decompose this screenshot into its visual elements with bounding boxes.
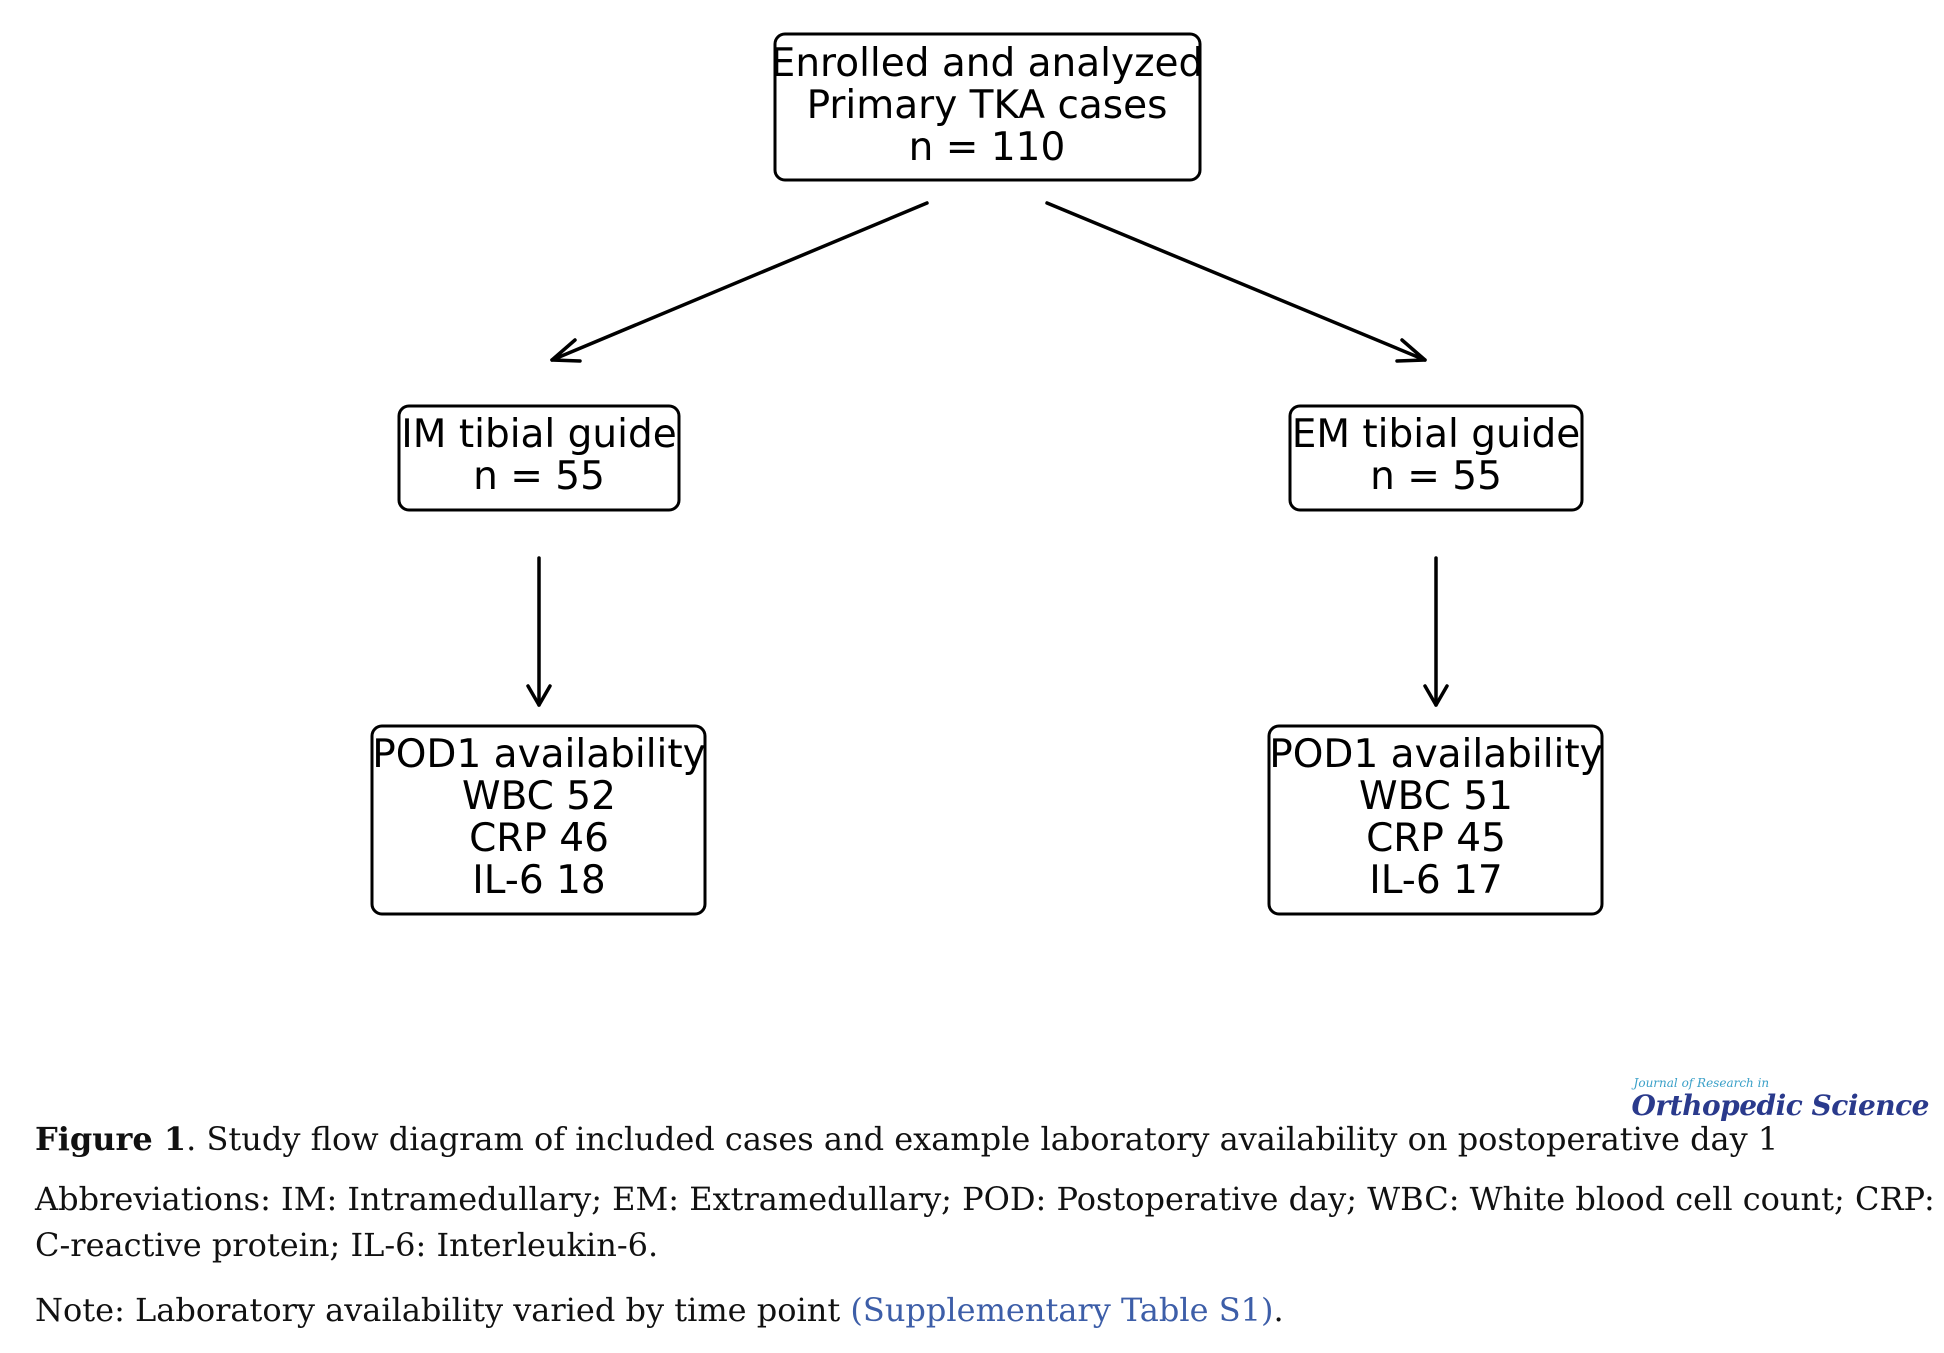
left-group-box: IM tibial guide n = 55	[397, 404, 681, 512]
figure-label: Figure 1	[35, 1120, 187, 1158]
right-lab-line-1: POD1 availability	[1269, 732, 1603, 777]
journal-logo-big-text: Orthopedic Science	[1631, 1089, 1930, 1122]
right-lab-line-4: IL-6 17	[1369, 858, 1502, 903]
journal-logo: Journal of Research in Orthopedic Scienc…	[1631, 1076, 1930, 1122]
note-prefix: Note: Laboratory availability varied by …	[35, 1291, 851, 1329]
figure-caption-title: Figure 1. Study flow diagram of included…	[35, 1116, 1935, 1162]
figure-caption-text: . Study flow diagram of included cases a…	[186, 1120, 1779, 1158]
right-group-box: EM tibial guide n = 55	[1288, 404, 1584, 512]
journal-logo-small-text: Journal of Research in	[1633, 1076, 1770, 1090]
left-lab-box: POD1 availability WBC 52 CRP 46 IL-6 18	[370, 724, 707, 916]
arrow-right-down	[1423, 556, 1449, 707]
arrow-to-left-group	[550, 201, 929, 363]
left-lab-line-1: POD1 availability	[372, 732, 706, 777]
arrow-to-right-group	[1045, 201, 1427, 363]
left-group-line-2: n = 55	[473, 454, 605, 499]
abbreviations-text: Abbreviations: IM: Intramedullary; EM: E…	[35, 1180, 1935, 1264]
left-group-line-1: IM tibial guide	[401, 412, 676, 457]
top-box-line-1: Enrolled and analyzed	[771, 41, 1204, 86]
supplementary-table-link[interactable]: (Supplementary Table S1)	[850, 1291, 1274, 1329]
top-box-line-3: n = 110	[909, 125, 1066, 170]
right-group-line-2: n = 55	[1370, 454, 1502, 499]
right-lab-line-2: WBC 51	[1359, 774, 1513, 819]
note-text: Note: Laboratory availability varied by …	[35, 1287, 1935, 1333]
top-box-line-2: Primary TKA cases	[807, 83, 1168, 128]
left-lab-line-3: CRP 46	[469, 816, 609, 861]
right-lab-line-3: CRP 45	[1366, 816, 1506, 861]
arrow-left-down	[526, 556, 552, 707]
note-suffix: .	[1273, 1291, 1284, 1329]
top-box: Enrolled and analyzed Primary TKA cases …	[771, 32, 1204, 182]
right-group-line-1: EM tibial guide	[1292, 412, 1581, 457]
right-lab-box: POD1 availability WBC 51 CRP 45 IL-6 17	[1267, 724, 1604, 916]
left-lab-line-2: WBC 52	[462, 774, 616, 819]
left-lab-line-4: IL-6 18	[472, 858, 605, 903]
